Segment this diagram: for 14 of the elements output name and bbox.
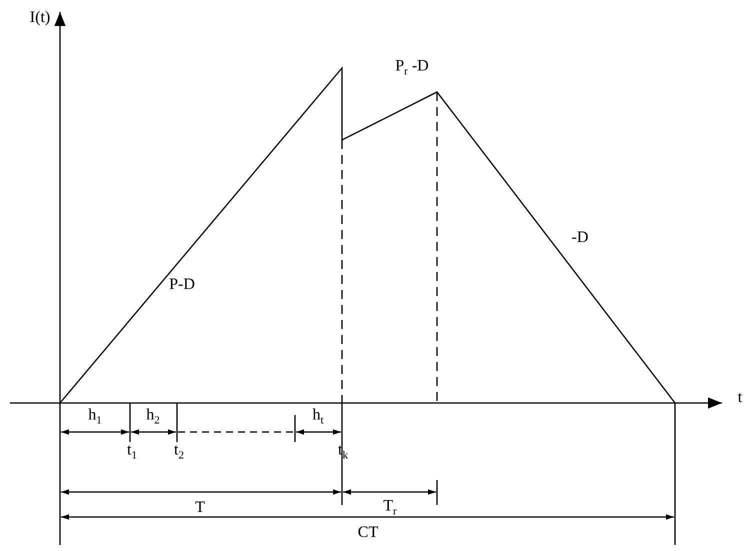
dimension-label: CT bbox=[358, 525, 378, 541]
slope-label: P$_{r}$ -D bbox=[395, 58, 429, 78]
time-label: t$_{k}$ bbox=[338, 442, 348, 462]
slope-label: P-D bbox=[169, 277, 195, 293]
dimension-label: h$_{1}$ bbox=[88, 407, 102, 427]
dimension-label: h$_{2}$ bbox=[146, 407, 160, 427]
time-label: t$_{1}$ bbox=[127, 442, 137, 462]
dimension-label: T$_{r}$ bbox=[383, 498, 397, 518]
axis-label: t bbox=[738, 390, 742, 406]
time-label: t$_{2}$ bbox=[174, 442, 184, 462]
dimension-label: h$_{t}$ bbox=[312, 407, 324, 427]
dimension-label: T bbox=[195, 500, 205, 516]
slope-label: -D bbox=[572, 230, 588, 246]
axis-label: I(t) bbox=[30, 10, 50, 26]
